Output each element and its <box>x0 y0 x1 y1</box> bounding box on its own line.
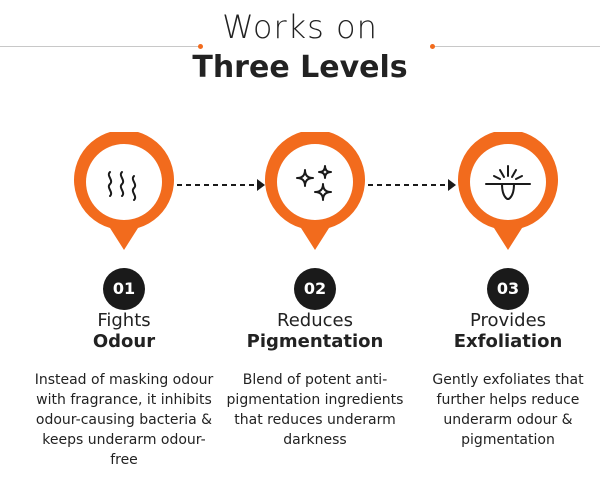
step-3-title-bold: Exfoliation <box>453 331 563 352</box>
step-3-title-light: Provides <box>469 310 547 331</box>
sparkles-icon <box>296 165 332 201</box>
step-2-description: Blend of potent anti-pigmentation ingred… <box>226 372 404 448</box>
header-dot-right <box>430 44 435 49</box>
arrow-1-to-2 <box>177 179 265 191</box>
header-line-left <box>0 46 200 47</box>
step-2-number-badge: 02 <box>294 268 336 310</box>
step-1-title-light: Fights <box>97 310 151 331</box>
title-bold: Three Levels <box>192 50 408 85</box>
step-3-description: Gently exfoliates that further helps red… <box>432 372 584 448</box>
step-1-number-badge: 01 <box>103 268 145 310</box>
header-dot-left <box>198 44 203 49</box>
step-3-pin <box>458 132 558 250</box>
step-1-pin <box>74 132 174 250</box>
step-2-pin <box>265 132 365 250</box>
arrow-2-to-3 <box>368 179 456 191</box>
step-3-number-badge: 03 <box>487 268 529 310</box>
odour-waves-icon <box>107 171 137 201</box>
title-light: Works on <box>222 8 378 46</box>
step-2-title-bold: Pigmentation <box>246 331 384 352</box>
header-line-right <box>432 46 600 47</box>
pore-exfoliation-icon <box>485 165 531 200</box>
step-2-title-light: Reduces <box>277 310 353 331</box>
step-1-title-bold: Odour <box>92 331 156 352</box>
step-1-description: Instead of masking odour with fragrance,… <box>34 372 214 468</box>
